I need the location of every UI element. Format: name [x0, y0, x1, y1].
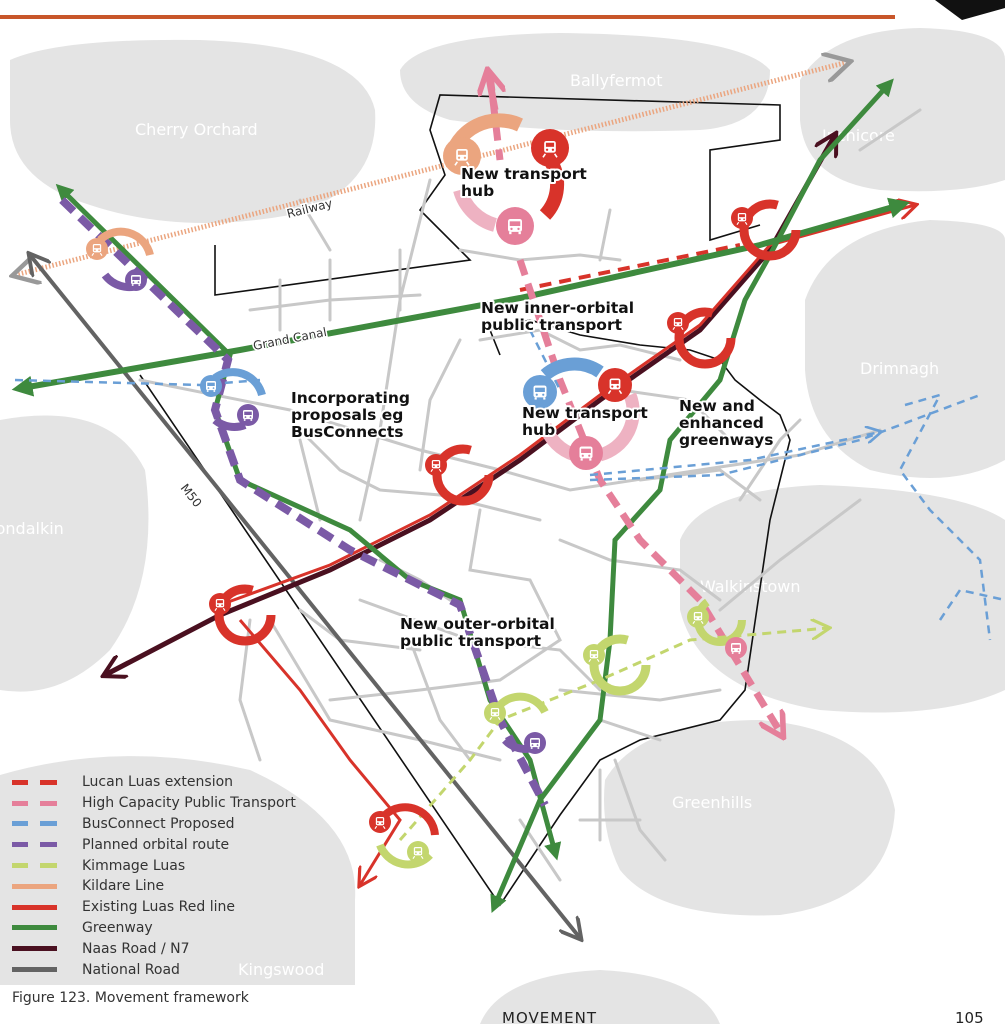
- stop-ring: [731, 199, 801, 261]
- legend-label: Naas Road / N7: [82, 940, 190, 957]
- place-drimnagh: Drimnagh: [860, 359, 939, 378]
- legend-item: Kildare Line: [12, 876, 296, 897]
- logo-mark: [935, 0, 1005, 20]
- legend-label: Greenway: [82, 919, 153, 936]
- legend-label: Lucan Luas extension: [82, 774, 234, 791]
- stop-ring: [667, 307, 736, 369]
- legend-swatch: [12, 967, 57, 973]
- stop-ring: [209, 584, 276, 646]
- place-clondalkin: Clondalkin: [0, 519, 64, 538]
- greenway-grand-canal: [11, 197, 911, 397]
- greenway-east: [490, 78, 894, 914]
- header-rule: [0, 15, 895, 19]
- legend-swatch: [12, 821, 57, 827]
- area-walkinstown: [680, 485, 1005, 713]
- stop-ring: [484, 692, 549, 754]
- area-greenhills: [604, 720, 895, 916]
- legend-label: Kildare Line: [82, 878, 165, 895]
- place-ballyfermot: Ballyfermot: [570, 71, 663, 90]
- legend-label: Planned orbital route: [82, 836, 230, 853]
- legend-item: BusConnect Proposed: [12, 814, 296, 835]
- legend-swatch: [12, 842, 57, 848]
- legend-item: Existing Luas Red line: [12, 897, 296, 918]
- figure-caption: Figure 123. Movement framework: [12, 990, 249, 1006]
- legend-item: High Capacity Public Transport: [12, 793, 296, 814]
- luas-stops: [86, 199, 801, 869]
- legend-swatch: [12, 904, 57, 910]
- legend-item: Kimmage Luas: [12, 855, 296, 876]
- area-clondalkin: [0, 415, 149, 692]
- kimmage-luas: [398, 628, 828, 841]
- legend-label: Existing Luas Red line: [82, 899, 235, 916]
- hub-central: [523, 357, 640, 470]
- hcpt-north-arrow: [488, 72, 495, 111]
- legend-label: High Capacity Public Transport: [82, 795, 296, 812]
- page-number: 105: [955, 1009, 984, 1027]
- area-south: [480, 970, 720, 1024]
- area-inchicore: [800, 28, 1005, 192]
- stop-ring: [369, 803, 439, 869]
- legend-item: Naas Road / N7: [12, 938, 296, 959]
- planned-orbital-route: [59, 197, 549, 807]
- place-cherry-orchard: Cherry Orchard: [135, 120, 258, 139]
- legend-swatch: [12, 800, 57, 806]
- legend-swatch: [12, 925, 57, 931]
- stop-ring: [86, 227, 154, 292]
- legend-swatch: [12, 779, 57, 785]
- legend-item: Lucan Luas extension: [12, 772, 296, 793]
- stop-ring: [687, 594, 747, 659]
- hub-north: [443, 113, 569, 245]
- legend-swatch: [12, 863, 57, 869]
- legend-item: Planned orbital route: [12, 834, 296, 855]
- area-drimnagh: [805, 220, 1005, 478]
- busconnects-proposed: [14, 329, 1005, 641]
- footer-section-title: MOVEMENT: [502, 1009, 598, 1027]
- legend-label: Kimmage Luas: [82, 857, 186, 874]
- grand-canal-label: Grand Canal: [252, 325, 328, 353]
- place-kingswood: Kingswood: [238, 960, 324, 979]
- stop-ring: [425, 444, 494, 506]
- legend-label: BusConnect Proposed: [82, 815, 235, 832]
- legend-item: Greenway: [12, 918, 296, 939]
- stop-ring: [200, 368, 266, 431]
- legend-item: National Road: [12, 959, 296, 980]
- lucan-luas-extension: [519, 243, 741, 292]
- m50-label: M50: [178, 481, 205, 510]
- place-greenhills: Greenhills: [672, 793, 752, 812]
- legend-label: National Road: [82, 961, 180, 978]
- stop-ring: [583, 634, 651, 696]
- legend-swatch: [12, 946, 57, 952]
- legend-swatch: [12, 883, 57, 889]
